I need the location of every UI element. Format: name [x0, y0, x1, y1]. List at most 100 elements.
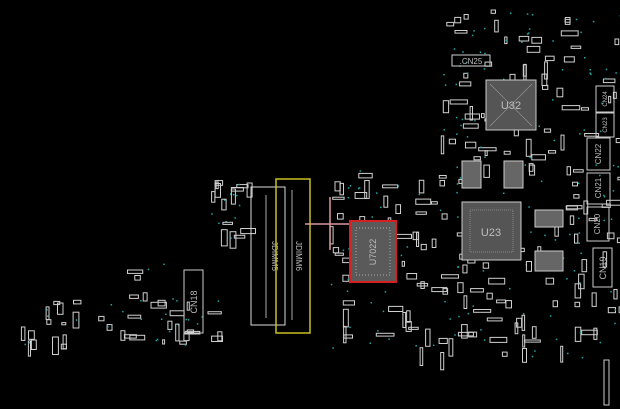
- smd-part: [521, 314, 526, 331]
- pin-dot: [484, 52, 486, 55]
- smd-part: [442, 100, 450, 114]
- pin-dot: [552, 99, 554, 101]
- pin-dot: [453, 48, 456, 50]
- smd-part: [473, 156, 481, 161]
- component-cn24[interactable]: CN24: [595, 85, 615, 113]
- component-cn25[interactable]: .CN25: [451, 54, 491, 67]
- smd-part: [465, 141, 477, 149]
- smd-part: [440, 135, 445, 155]
- pin-dot: [615, 72, 617, 74]
- smd-part: [134, 275, 141, 281]
- component-u23[interactable]: U23: [461, 201, 522, 261]
- pin-dot: [187, 319, 190, 321]
- pin-dot: [238, 204, 241, 207]
- pin-dot: [218, 222, 220, 224]
- pin-dot: [347, 278, 349, 281]
- pin-dot: [456, 183, 459, 185]
- component-cn23[interactable]: CN23: [595, 112, 615, 138]
- smd-part: [441, 274, 459, 279]
- pin-dot: [527, 32, 530, 34]
- smd-part: [573, 194, 580, 199]
- smd-part: [439, 180, 445, 187]
- smd-part: [617, 176, 620, 181]
- pin-dot: [457, 216, 459, 218]
- component-u7022[interactable]: U7022: [349, 220, 397, 283]
- smd-part: [142, 292, 148, 302]
- pin-dot: [521, 41, 523, 44]
- pin-dot: [415, 345, 417, 347]
- smd-part: [463, 72, 469, 79]
- pin-dot: [223, 199, 226, 201]
- smd-part: [440, 352, 445, 371]
- pin-dot: [483, 27, 486, 30]
- smd-part: [503, 150, 511, 155]
- smd-part: [431, 238, 437, 249]
- pin-dot: [561, 69, 564, 71]
- smd-part: [416, 282, 429, 287]
- smd-part: [45, 306, 50, 320]
- pin-dot: [599, 130, 602, 133]
- pin-dot: [46, 309, 48, 311]
- smd-part: [28, 330, 35, 340]
- smd-part: [531, 154, 546, 161]
- pin-dot: [332, 347, 334, 349]
- smd-part: [570, 45, 582, 49]
- smd-part: [613, 289, 618, 300]
- smd-part: [61, 322, 67, 326]
- component-cn20[interactable]: CN20: [586, 206, 610, 242]
- smd-part: [129, 294, 139, 299]
- smd-part: [358, 172, 373, 179]
- pin-dot: [75, 319, 78, 321]
- smd-part: [415, 198, 432, 205]
- pin-dot: [168, 330, 171, 333]
- pin-dot: [444, 84, 447, 86]
- pin-dot: [110, 304, 113, 306]
- pin-dot: [406, 246, 409, 248]
- smd-part: [457, 282, 464, 294]
- smd-part: [420, 243, 427, 251]
- component-cn19[interactable]: CN19: [592, 247, 613, 288]
- pin-dot: [589, 69, 591, 71]
- smd-part: [560, 30, 579, 37]
- smd-part: [544, 55, 555, 62]
- pin-dot: [432, 344, 435, 347]
- pin-dot: [605, 68, 608, 71]
- pin-dot: [566, 278, 568, 280]
- smd-part: [215, 181, 219, 190]
- pin-dot: [357, 187, 360, 190]
- smd-part: [463, 295, 468, 309]
- component-jdimm6[interactable]: JDIMM6: [275, 178, 311, 334]
- pin-dot: [579, 282, 581, 284]
- pin-dot: [578, 217, 580, 220]
- pin-dot: [603, 195, 606, 198]
- pin-dot: [342, 249, 345, 252]
- pin-dot: [456, 166, 458, 169]
- pin-dot: [454, 334, 456, 336]
- component-cn21[interactable]: CN21: [586, 172, 611, 205]
- pin-dot: [455, 116, 458, 119]
- pin-dot: [483, 68, 486, 70]
- smd-part: [524, 339, 541, 343]
- component-u32[interactable]: U32: [485, 79, 537, 131]
- smd-part: [574, 283, 582, 299]
- smd-part: [486, 292, 493, 300]
- component-jdimm5[interactable]: JDIMM5: [250, 186, 286, 326]
- smd-part: [337, 213, 344, 220]
- crosshair-cursor: [305, 197, 350, 250]
- smd-part: [332, 196, 345, 200]
- component-label: CN20: [593, 213, 602, 234]
- component-cn18[interactable]: CN18: [183, 269, 204, 334]
- smd-part: [233, 234, 246, 239]
- pin-dot: [603, 219, 605, 222]
- pin-dot: [578, 182, 580, 185]
- smd-part: [342, 274, 350, 282]
- smd-part: [62, 334, 67, 350]
- component-cn22[interactable]: CN22: [586, 137, 611, 171]
- pin-dot: [465, 61, 468, 63]
- smd-part: [473, 309, 492, 313]
- pin-dot: [534, 350, 536, 352]
- smd-part: [52, 336, 59, 355]
- smd-part: [494, 19, 499, 33]
- smd-part: [544, 61, 548, 80]
